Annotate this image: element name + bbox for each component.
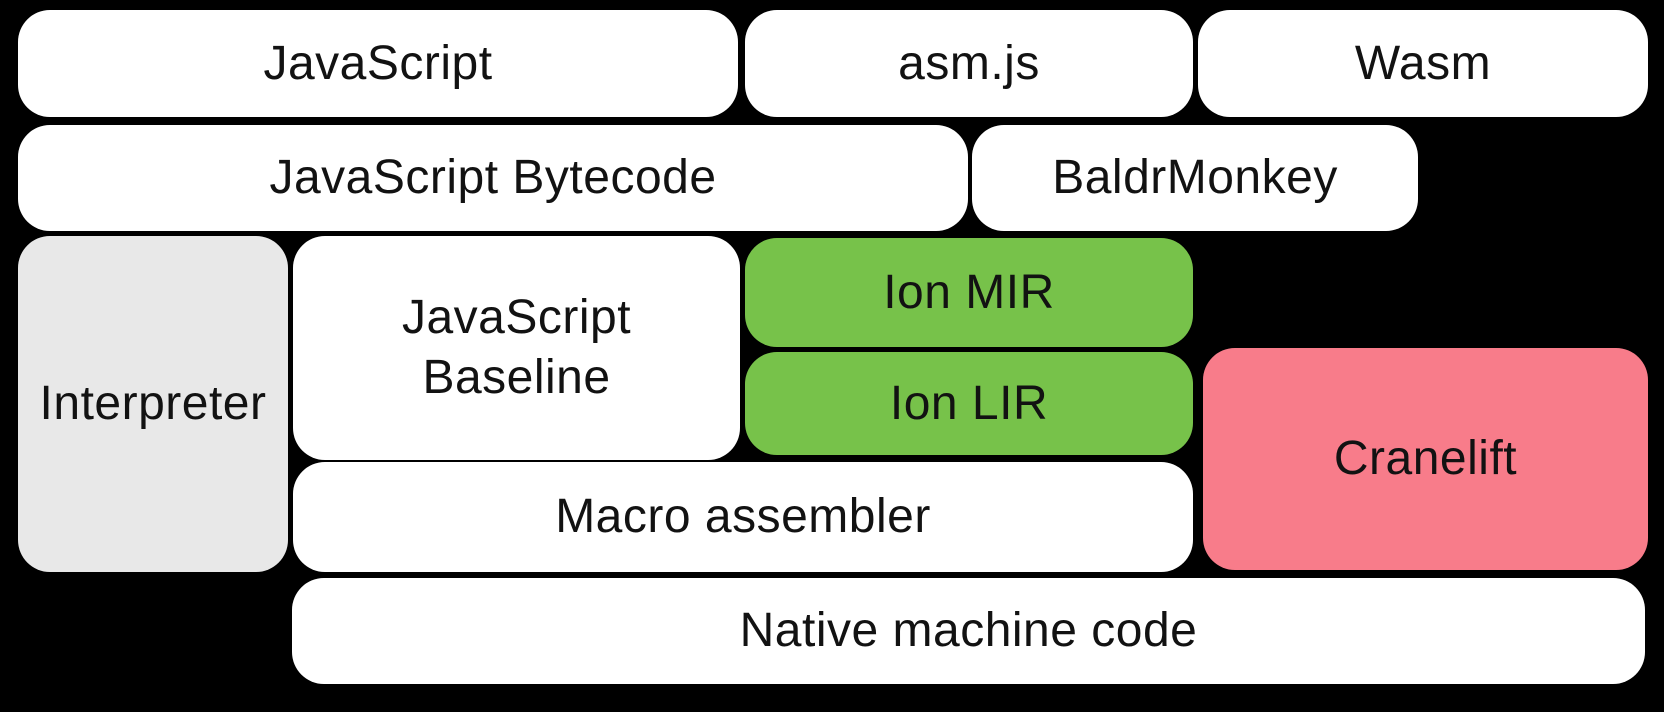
box-javascript: JavaScript <box>18 10 738 117</box>
javascript-baseline-label: JavaScript Baseline <box>401 291 632 404</box>
ion-lir-label: Ion LIR <box>889 376 1049 430</box>
box-ion-lir: Ion LIR <box>745 352 1193 455</box>
box-javascript-bytecode: JavaScript Bytecode <box>18 125 968 231</box>
box-cranelift: Cranelift <box>1203 348 1648 570</box>
javascript-bytecode-label: JavaScript Bytecode <box>269 151 717 204</box>
cranelift-label: Cranelift <box>1333 432 1518 485</box>
baldrmonkey-label: BaldrMonkey <box>1052 151 1338 204</box>
wasm-label: Wasm <box>1354 36 1492 90</box>
interpreter-label: Interpreter <box>39 377 267 430</box>
box-baldrmonkey: BaldrMonkey <box>972 125 1418 231</box>
asm-js-label: asm.js <box>898 36 1040 90</box>
macro-assembler-label: Macro assembler <box>555 490 931 543</box>
box-asm-js: asm.js <box>745 10 1193 117</box>
box-interpreter: Interpreter <box>18 236 288 572</box>
ion-mir-label: Ion MIR <box>883 265 1055 319</box>
box-macro-assembler: Macro assembler <box>293 462 1193 572</box>
box-javascript-baseline: JavaScript Baseline <box>293 236 740 460</box>
native-machine-code-label: Native machine code <box>739 604 1198 657</box>
box-wasm: Wasm <box>1198 10 1648 117</box>
box-ion-mir: Ion MIR <box>745 238 1193 347</box>
box-native-machine-code: Native machine code <box>292 578 1645 684</box>
javascript-label: JavaScript <box>263 36 493 90</box>
